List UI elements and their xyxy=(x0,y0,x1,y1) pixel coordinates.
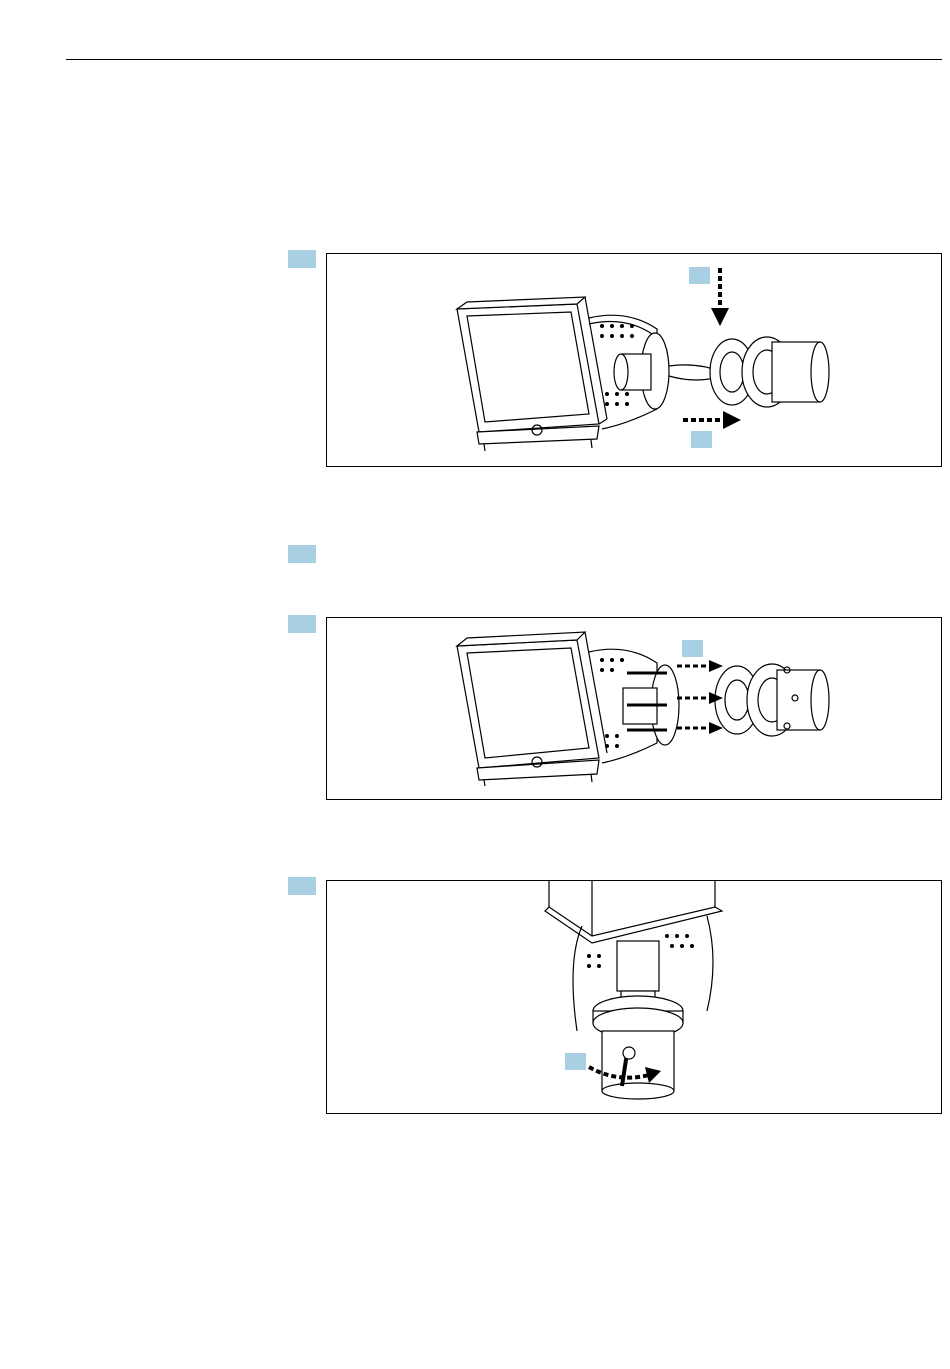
figure-1 xyxy=(326,253,942,467)
step-marker-3 xyxy=(288,615,316,633)
step-marker-4 xyxy=(288,877,316,895)
figure-3-drawing xyxy=(327,881,942,1114)
step-marker-1 xyxy=(288,250,316,268)
header-rule xyxy=(66,59,942,60)
step-marker-2 xyxy=(288,545,316,563)
figure-1-drawing xyxy=(327,254,942,467)
figure-2-drawing xyxy=(327,618,942,800)
callout-1 xyxy=(689,267,710,284)
figure-3 xyxy=(326,880,942,1114)
right-arrow-icon xyxy=(683,411,741,429)
callout-2 xyxy=(691,431,712,448)
callout-3 xyxy=(682,640,703,657)
down-arrow-icon xyxy=(711,268,729,326)
callout-4 xyxy=(565,1053,586,1070)
figure-2 xyxy=(326,617,942,800)
bolt-arrow-icon xyxy=(677,660,723,734)
